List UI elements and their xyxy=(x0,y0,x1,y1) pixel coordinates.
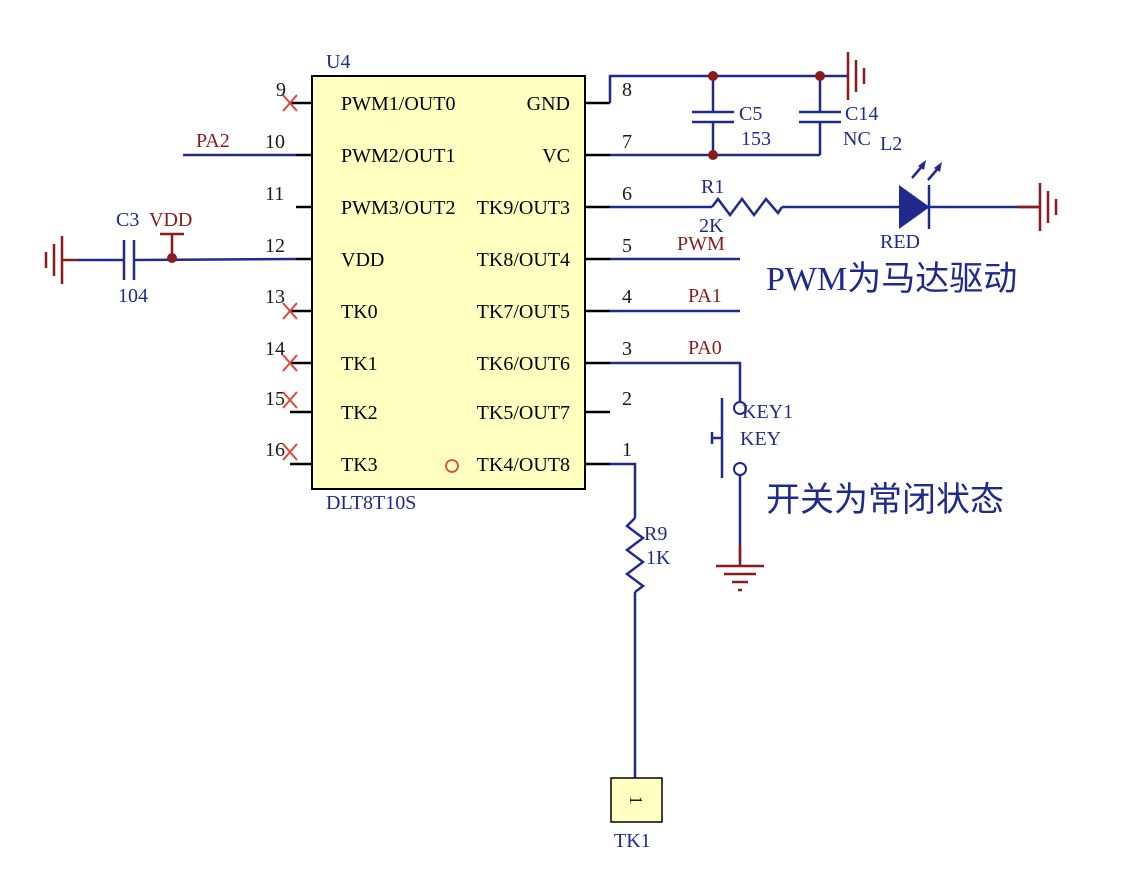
pin-name-1: TK4/OUT8 xyxy=(477,454,570,476)
pin-num-4: 4 xyxy=(622,286,632,308)
pin-num-14: 14 xyxy=(265,338,285,360)
r1-ref: R1 xyxy=(701,176,724,198)
c5-value: 153 xyxy=(741,128,771,150)
pin-num-8: 8 xyxy=(622,79,632,101)
pin-num-11: 11 xyxy=(265,183,284,205)
ground-symbol-left xyxy=(44,236,78,284)
pin-name-7: VC xyxy=(542,145,570,167)
c14-value: NC xyxy=(843,128,871,150)
pin-name-13: TK0 xyxy=(341,301,378,323)
pin-name-5: TK8/OUT4 xyxy=(477,249,570,271)
pin-name-15: TK2 xyxy=(341,402,378,424)
pin-num-5: 5 xyxy=(622,235,632,257)
net-label-pwm: PWM xyxy=(677,233,725,255)
pin-num-13: 13 xyxy=(265,286,285,308)
ground-symbol-top xyxy=(846,52,866,100)
pin-name-9: PWM1/OUT0 xyxy=(341,93,455,115)
pin-name-6: TK9/OUT3 xyxy=(477,197,570,219)
pin-num-7: 7 xyxy=(622,131,632,153)
r9-ref: R9 xyxy=(644,523,667,545)
c5-ref: C5 xyxy=(739,103,762,125)
key-value: KEY xyxy=(740,428,781,450)
c3-value: 104 xyxy=(118,285,148,307)
junction-c5-bottom xyxy=(708,150,718,160)
pin-name-12: VDD xyxy=(341,249,384,271)
pin-name-3: TK6/OUT6 xyxy=(477,353,570,375)
pin-name-16: TK3 xyxy=(341,454,378,476)
pin-name-10: PWM2/OUT1 xyxy=(341,145,455,167)
chip-part: DLT8T10S xyxy=(326,492,416,514)
pin-num-1: 1 xyxy=(622,439,632,461)
connector-tk1 xyxy=(610,777,663,823)
tk1-pin: 1 xyxy=(626,796,646,805)
pin-num-15: 15 xyxy=(265,388,285,410)
pin-name-4: TK7/OUT5 xyxy=(477,301,570,323)
pin-num-3: 3 xyxy=(622,338,632,360)
net-label-pa2: PA2 xyxy=(196,130,230,152)
key-ref: KEY1 xyxy=(742,401,793,423)
chip-body xyxy=(311,75,586,490)
led-value: RED xyxy=(880,231,920,253)
pin-num-6: 6 xyxy=(622,183,632,205)
pin-num-10: 10 xyxy=(265,131,285,153)
c14-ref: C14 xyxy=(845,103,878,125)
note-pwm: PWM为马达驱动 xyxy=(766,261,1017,298)
no-connect-markers xyxy=(282,94,298,461)
pin-num-2: 2 xyxy=(622,388,632,410)
resistor-r9 xyxy=(624,517,646,593)
capacitor-c5 xyxy=(692,110,734,124)
pin-name-11: PWM3/OUT2 xyxy=(341,197,455,219)
pin-name-2: TK5/OUT7 xyxy=(477,402,570,424)
led-l2 xyxy=(899,160,942,229)
pin-name-14: TK1 xyxy=(341,353,378,375)
pin-num-9: 9 xyxy=(276,79,286,101)
chip-ref: U4 xyxy=(326,51,350,73)
led-ref: L2 xyxy=(880,133,902,155)
capacitor-c14 xyxy=(799,110,841,124)
r9-value: 1K xyxy=(646,547,671,569)
junction-c5-top xyxy=(708,71,718,81)
note-switch: 开关为常闭状态 xyxy=(766,481,1004,519)
tk1-ref: TK1 xyxy=(614,830,651,852)
net-label-vdd: VDD xyxy=(149,209,192,231)
ground-symbol-key xyxy=(716,545,764,592)
pin-num-12: 12 xyxy=(265,235,285,257)
pin-name-8: GND xyxy=(527,93,570,115)
pin-num-16: 16 xyxy=(265,439,285,461)
right-pin-leads xyxy=(585,101,610,466)
net-label-pa1: PA1 xyxy=(688,285,722,307)
left-pin-leads xyxy=(290,101,312,466)
junction-vdd xyxy=(167,253,177,263)
c3-ref: C3 xyxy=(116,209,139,231)
capacitor-c3 xyxy=(122,240,136,280)
junction-c14-top xyxy=(815,71,825,81)
r1-value: 2K xyxy=(699,215,724,237)
resistor-r1 xyxy=(711,196,784,218)
pin1-marker-icon xyxy=(445,459,459,473)
net-label-pa0: PA0 xyxy=(688,337,722,359)
ground-symbol-right xyxy=(1018,183,1058,231)
